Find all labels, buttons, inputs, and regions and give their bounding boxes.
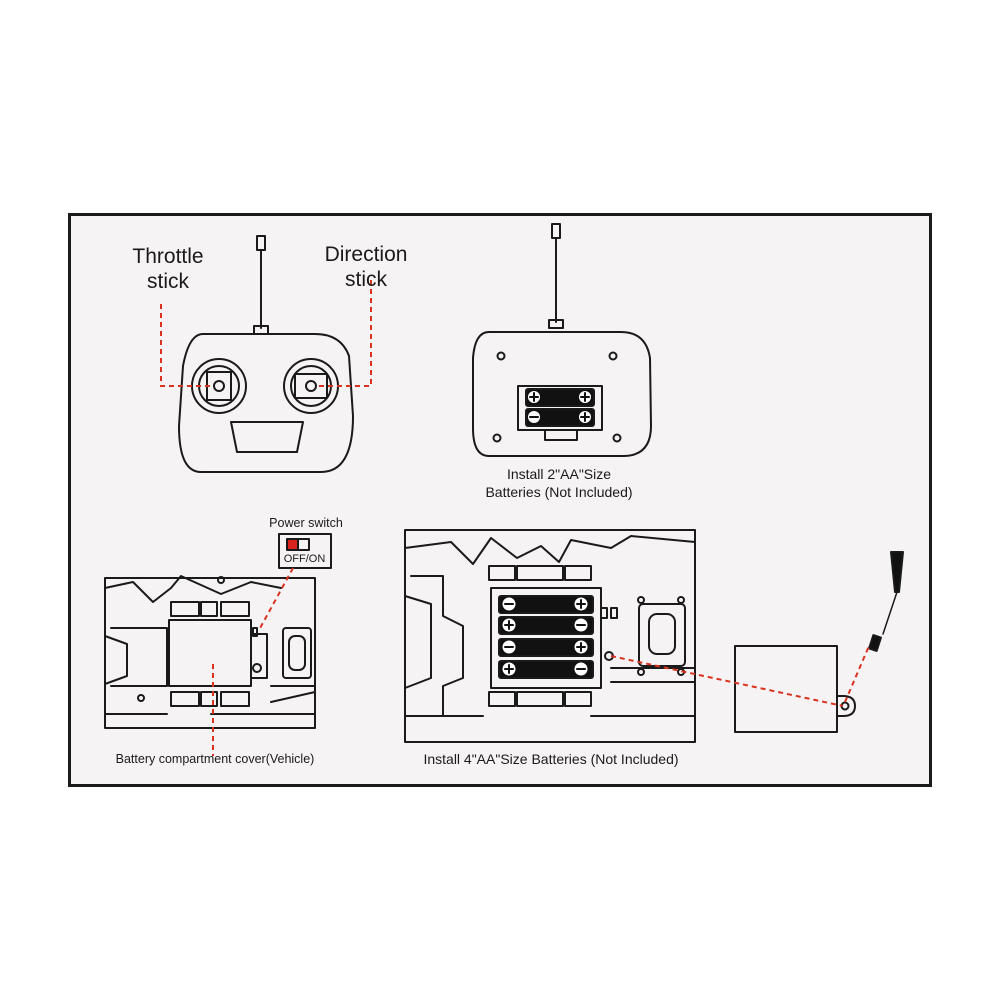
power-switch-label: Power switch <box>269 516 343 530</box>
power-switch[interactable] <box>278 533 332 569</box>
instruction-panel: Throttle stick Direction stick Install 2… <box>68 213 932 787</box>
direction-leader <box>319 280 372 387</box>
leader-lines <box>160 280 870 756</box>
cover-vehicle-label: Battery compartment cover(Vehicle) <box>115 752 315 766</box>
battery-cover-icon <box>734 645 856 733</box>
vehicle-chassis-icon <box>104 575 316 729</box>
throttle-leader <box>160 304 211 387</box>
install-leader <box>610 645 870 707</box>
direction-stick-label: Direction stick <box>324 243 408 291</box>
install-four-label: Install 4"AA"Size Batteries (Not Include… <box>423 751 679 767</box>
switch-states-label: OFF/ON <box>283 553 326 565</box>
instruction-diagram <box>104 223 904 756</box>
switch-leader <box>258 567 294 631</box>
throttle-stick-label: Throttle stick <box>132 245 204 293</box>
transmitter-back-icon <box>472 223 652 457</box>
install-two-label: Install 2"AA"Size Batteries (Not Include… <box>485 466 633 500</box>
transmitter-front-icon <box>178 235 354 473</box>
screwdriver-icon <box>868 551 904 652</box>
vehicle-open-icon <box>404 529 696 743</box>
battery-pack <box>498 595 594 679</box>
battery-icon <box>525 388 595 427</box>
